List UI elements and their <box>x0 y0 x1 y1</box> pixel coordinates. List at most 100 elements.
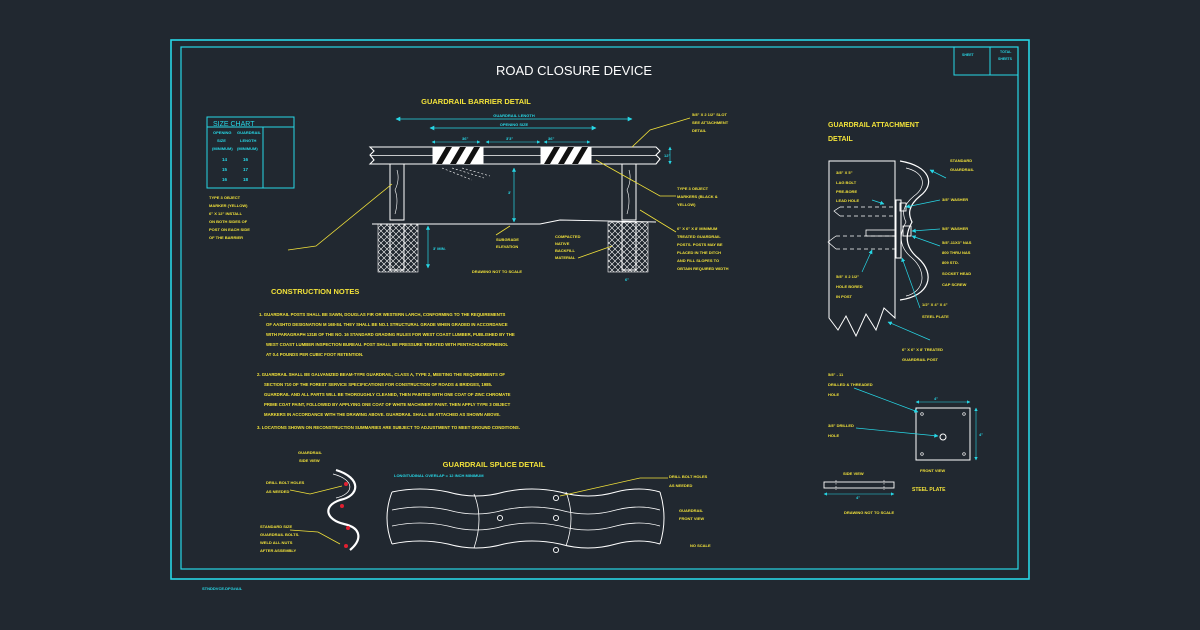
size-row-1-opening: 14 <box>222 157 228 162</box>
plate-spec: 1/2" X 4" X 4" <box>922 302 948 307</box>
file-name: STNDDVCE.DFG#AIL <box>202 586 243 591</box>
svg-text:STANDARD: STANDARD <box>950 158 972 163</box>
attachment-guardrail <box>899 160 930 301</box>
svg-text:BACKFILL: BACKFILL <box>555 248 576 253</box>
steel-plate-side <box>823 481 895 489</box>
svg-text:OF THE BARRIER: OF THE BARRIER <box>209 235 243 240</box>
svg-text:MARKER (YELLOW): MARKER (YELLOW) <box>209 203 248 208</box>
note-1-line-1: 1. GUARDRAIL POSTS SHALL BE SAWN, DOUGLA… <box>259 312 505 317</box>
object-marker-note: TYPE 3 OBJECT MARKER (YELLOW) 6" X 12" I… <box>209 195 250 240</box>
title-block: SHEET TOTAL SHEETS <box>953 46 1019 76</box>
svg-text:MATERIAL: MATERIAL <box>555 255 576 260</box>
side-bolt-2 <box>340 504 344 508</box>
svg-text:CAP SCREW: CAP SCREW <box>942 282 967 287</box>
svg-text:TYPE 3 OBJECT: TYPE 3 OBJECT <box>209 195 241 200</box>
size-chart: SIZE CHART OPENING SIZE (MINIMUM) GUARDR… <box>206 116 295 189</box>
note-2-line-2: SECTION 710 OF THE FOREST SERVICE SPECIF… <box>264 382 492 387</box>
guardrail-length-label: GUARDRAIL LENGTH <box>493 113 535 118</box>
dim-right: 36" <box>548 136 554 141</box>
note-2-line-3: GUARDRAIL AND ALL PARTS WILL BE THOROUGH… <box>264 392 511 397</box>
size-chart-title: SIZE CHART <box>213 121 255 128</box>
svg-text:DRILL BOLT HOLES: DRILL BOLT HOLES <box>266 480 305 485</box>
plate-dim-height: 4" <box>979 432 983 437</box>
svg-text:(MINIMUM): (MINIMUM) <box>212 146 233 151</box>
backfill-note: COMPACTED NATIVE BACKFILL MATERIAL <box>555 234 581 260</box>
bolt-slot-note-3: DETAIL <box>692 128 707 133</box>
front-view-label: FRONT VIEW <box>920 468 945 473</box>
dim-left: 36" <box>462 136 468 141</box>
svg-text:OBTAIN REQUIRED WIDTH: OBTAIN REQUIRED WIDTH <box>677 266 729 271</box>
steel-plate-label: STEEL PLATE <box>912 487 946 493</box>
splice-no-scale: NO SCALE <box>690 543 711 548</box>
svg-text:AND FILL SLOPES TO: AND FILL SLOPES TO <box>677 258 719 263</box>
opening-size-label: OPENING SIZE <box>500 122 529 127</box>
washer-1: 3/8" WASHER <box>942 197 968 202</box>
svg-text:3/8" DRILLED: 3/8" DRILLED <box>828 423 854 428</box>
dim-post-height: 3' <box>508 190 511 195</box>
attachment-scale: DRAWING NOT TO SCALE <box>844 510 894 515</box>
side-bolt-3 <box>346 526 350 530</box>
dim-height: 12" <box>664 153 670 158</box>
svg-text:GUARDRAIL POST: GUARDRAIL POST <box>902 357 938 362</box>
svg-text:LENGTH: LENGTH <box>240 138 257 143</box>
size-row-1-length: 16 <box>243 157 249 162</box>
post-note: 6" X 6" X 8' MINIMUM TREATED GUARDRAIL P… <box>677 226 729 271</box>
svg-text:6" X 12" INSTALL: 6" X 12" INSTALL <box>209 211 243 216</box>
svg-text:SOCKET HEAD: SOCKET HEAD <box>942 271 971 276</box>
svg-text:GUARDRAIL: GUARDRAIL <box>679 508 704 513</box>
object-marker-right <box>540 146 592 165</box>
svg-text:6" X 6" X 8' MINIMUM: 6" X 6" X 8' MINIMUM <box>677 226 718 231</box>
note-2-line-4: PRIME COAT PAINT, FOLLOWED BY APPLYING O… <box>264 402 511 407</box>
backfill-left <box>377 223 419 273</box>
inner-border <box>180 46 1019 570</box>
barrier-scale: DRAWING NOT TO SCALE <box>472 269 522 274</box>
svg-text:NATIVE: NATIVE <box>555 241 570 246</box>
svg-text:COMPACTED: COMPACTED <box>555 234 581 239</box>
side-dim: 4" <box>856 495 860 500</box>
svg-text:LAG BOLT: LAG BOLT <box>836 180 857 185</box>
svg-text:IN POST: IN POST <box>836 294 853 299</box>
notes-heading: CONSTRUCTION NOTES <box>271 287 359 296</box>
svg-text:POSTS. POSTS MAY BE: POSTS. POSTS MAY BE <box>677 242 723 247</box>
bolt-slot-note-1: 5/8" X 2 1/2" SLOT <box>692 112 727 117</box>
svg-text:SIZE: SIZE <box>217 138 226 143</box>
svg-text:TREATED GUARDRAIL: TREATED GUARDRAIL <box>677 234 721 239</box>
note-1-line-3: WITH PARAGRAPH 131B OF THE NO. 16 STANDA… <box>266 332 515 337</box>
note-2-line-1: 2. GUARDRAIL SHALL BE GALVANIZED BEAM-TY… <box>257 372 505 377</box>
size-row-3-opening: 16 <box>222 177 228 182</box>
note-1-line-5: AT 0.4 POUNDS PER CUBIC FOOT RETENTION. <box>266 352 363 357</box>
overlap-label: LONGITUDINAL OVERLAP = 12 INCH MINIMUM <box>394 473 484 478</box>
construction-notes: CONSTRUCTION NOTES 1. GUARDRAIL POSTS SH… <box>257 287 520 430</box>
svg-text:DRILL BOLT HOLES: DRILL BOLT HOLES <box>669 474 708 479</box>
size-row-2-opening: 15 <box>222 167 228 172</box>
cap-screw-note: 5/8"-11X3" NAS 800 THRU NAS 809 STD. SOC… <box>942 240 972 287</box>
outer-border <box>170 39 1030 580</box>
note-1-line-2: OF AASHTO DESIGNATION M 168-84. THEY SHA… <box>266 322 508 327</box>
svg-text:OPENING: OPENING <box>213 130 231 135</box>
svg-text:AFTER ASSEMBLY: AFTER ASSEMBLY <box>260 548 296 553</box>
svg-text:LEAD HOLE: LEAD HOLE <box>836 198 859 203</box>
svg-text:AS NEEDED: AS NEEDED <box>669 483 692 488</box>
hole-note: 5/8" X 2 1/2" HOLE BORED IN POST <box>836 274 863 299</box>
svg-text:HOLE: HOLE <box>828 392 839 397</box>
lag-bolt-note: 3/8" X 5" LAG BOLT PRE-BORE LEAD HOLE <box>836 170 859 203</box>
post-right <box>621 163 637 221</box>
svg-text:5/8" - 11: 5/8" - 11 <box>828 372 844 377</box>
svg-text:809 STD.: 809 STD. <box>942 260 959 265</box>
svg-text:5/8" X 2 1/2": 5/8" X 2 1/2" <box>836 274 859 279</box>
svg-text:5/8"-11X3" NAS: 5/8"-11X3" NAS <box>942 240 972 245</box>
note-3: 3. LOCATIONS SHOWN ON RECONSTRUCTION SUM… <box>257 425 520 430</box>
svg-text:(MINIMUM): (MINIMUM) <box>237 146 258 151</box>
svg-text:HOLE BORED: HOLE BORED <box>836 284 863 289</box>
side-bolt-1 <box>344 482 348 486</box>
svg-text:GUARDRAIL: GUARDRAIL <box>950 167 975 172</box>
markers-note-3: YELLOW) <box>677 202 696 207</box>
svg-text:DRILLED & THREADED: DRILLED & THREADED <box>828 382 873 387</box>
dim-mid: 3'3" <box>506 136 513 141</box>
guardrail-front-view <box>386 488 665 554</box>
guardrail-side-profile <box>327 468 360 551</box>
markers-note-2: MARKERS (BLACK & <box>677 194 718 199</box>
side-bolt-4 <box>344 544 348 548</box>
title-block-total: TOTAL <box>1000 50 1012 54</box>
barrier-heading: GUARDRAIL BARRIER DETAIL <box>421 97 531 106</box>
